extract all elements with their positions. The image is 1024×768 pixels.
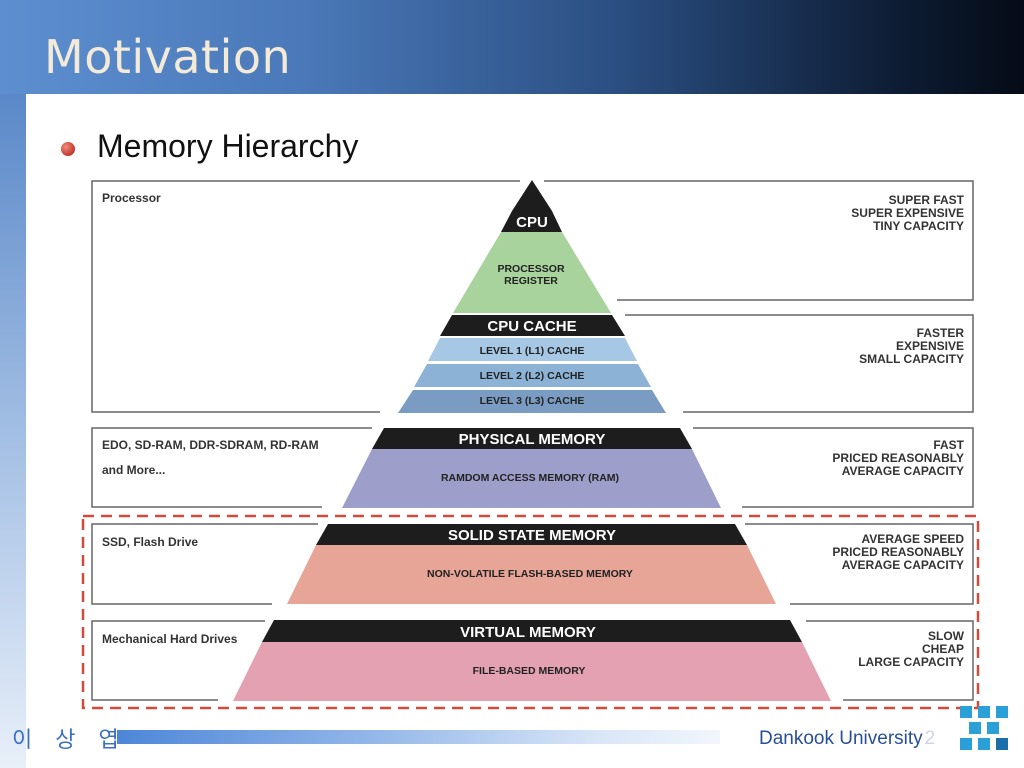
right-label-ssd-1: AVERAGE SPEED bbox=[862, 532, 965, 546]
right-label-ssd-2: PRICED REASONABLY bbox=[832, 545, 964, 559]
ssd-header-label: SOLID STATE MEMORY bbox=[448, 527, 616, 544]
ssd-header bbox=[316, 524, 747, 545]
cpu-header-label: CPU bbox=[516, 214, 548, 231]
box-virtual-right bbox=[806, 620, 974, 701]
right-label-processor-3: TINY CAPACITY bbox=[873, 219, 964, 233]
right-label-virtual-1: SLOW bbox=[928, 629, 965, 643]
l1-label: LEVEL 1 (L1) CACHE bbox=[480, 345, 585, 357]
l1-band bbox=[428, 338, 637, 361]
register-label-line2: REGISTER bbox=[504, 275, 558, 287]
cache-header bbox=[440, 315, 625, 336]
left-label-virtual: Mechanical Hard Drives bbox=[102, 632, 238, 646]
ram-band bbox=[342, 449, 721, 508]
cpu-header bbox=[501, 211, 562, 232]
box-processor-right bbox=[544, 180, 974, 301]
left-label-processor: Processor bbox=[102, 191, 161, 205]
right-label-virtual-3: LARGE CAPACITY bbox=[858, 655, 964, 669]
l2-band bbox=[414, 364, 651, 387]
right-label-virtual-2: CHEAP bbox=[922, 642, 964, 656]
register-band bbox=[453, 232, 611, 313]
right-label-physical-3: AVERAGE CAPACITY bbox=[842, 464, 964, 478]
page-number: 2 bbox=[924, 728, 936, 749]
highlight-dashed-box bbox=[81, 514, 980, 710]
description-boxes bbox=[91, 180, 974, 701]
right-label-ssd-3: AVERAGE CAPACITY bbox=[842, 558, 964, 572]
title-bar bbox=[0, 0, 1024, 94]
virtual-header bbox=[262, 620, 802, 642]
right-label-cache-1: FASTER bbox=[917, 326, 965, 340]
virtual-header-label: VIRTUAL MEMORY bbox=[460, 624, 596, 641]
virtual-band bbox=[233, 642, 831, 701]
physical-header-label: PHYSICAL MEMORY bbox=[459, 431, 606, 448]
bullet-icon bbox=[61, 142, 75, 156]
box-physical-left bbox=[91, 427, 372, 508]
ssd-label: NON-VOLATILE FLASH-BASED MEMORY bbox=[427, 568, 633, 580]
right-label-cache-2: EXPENSIVE bbox=[896, 339, 964, 353]
ssd-band bbox=[287, 545, 776, 604]
l3-band bbox=[398, 390, 666, 413]
box-cache-right bbox=[625, 314, 974, 413]
l2-label: LEVEL 2 (L2) CACHE bbox=[480, 370, 585, 382]
l3-label: LEVEL 3 (L3) CACHE bbox=[480, 395, 585, 407]
author-name: 이 상 엽 bbox=[12, 728, 127, 753]
bullet-text: Memory Hierarchy bbox=[97, 128, 359, 164]
virtual-label: FILE-BASED MEMORY bbox=[473, 665, 586, 677]
box-ssd-left bbox=[91, 523, 318, 605]
cache-header-label: CPU CACHE bbox=[487, 318, 576, 335]
side-gradient bbox=[0, 94, 26, 768]
right-label-processor-1: SUPER FAST bbox=[889, 193, 965, 207]
box-virtual-left bbox=[91, 620, 265, 701]
left-label-physical-more: and More... bbox=[102, 463, 165, 477]
left-label-physical: EDO, SD-RAM, DDR-SDRAM, RD-RAM bbox=[102, 438, 319, 452]
box-physical-right bbox=[693, 427, 974, 508]
cpu-apex bbox=[512, 180, 552, 211]
box-processor-left bbox=[91, 180, 520, 413]
footer-gradient-bar bbox=[117, 730, 720, 744]
register-label-line1: PROCESSOR bbox=[497, 263, 565, 275]
dankook-logo-icon bbox=[960, 706, 1008, 750]
university-label: Dankook University bbox=[759, 728, 923, 749]
left-label-ssd: SSD, Flash Drive bbox=[102, 535, 198, 549]
right-label-physical-2: PRICED REASONABLY bbox=[832, 451, 964, 465]
box-ssd-right bbox=[745, 523, 974, 605]
physical-header bbox=[372, 428, 692, 449]
slide-title: Motivation bbox=[44, 30, 292, 84]
right-label-physical-1: FAST bbox=[933, 438, 964, 452]
ram-label: RAMDOM ACCESS MEMORY (RAM) bbox=[441, 472, 619, 484]
right-label-processor-2: SUPER EXPENSIVE bbox=[851, 206, 964, 220]
right-label-cache-3: SMALL CAPACITY bbox=[859, 352, 964, 366]
